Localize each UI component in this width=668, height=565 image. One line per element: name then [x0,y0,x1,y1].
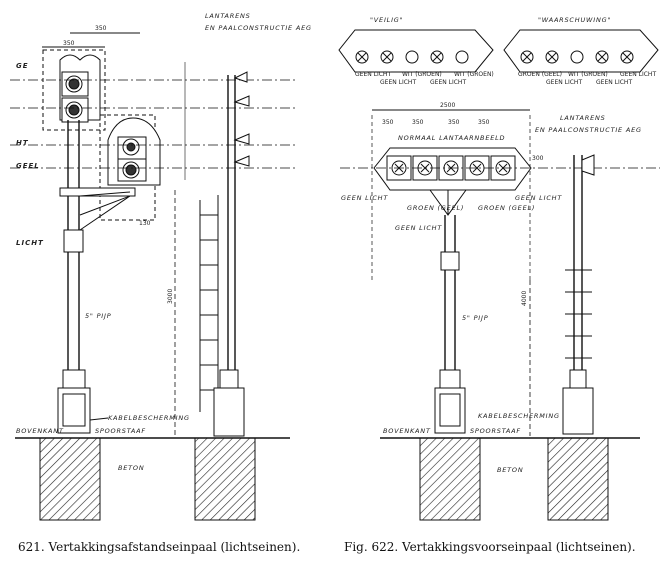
right-dim-3: 350 [448,119,460,126]
left-header-1: LANTARENS [205,12,251,20]
normal-label: NORMAAL LANTAARNBEELD [398,134,505,142]
figure-622: "VEILIG" GEEN LICHT GEEN LICHT WIT (GROE… [338,16,660,521]
waarschuwing-light-1: GROEN (GEEL) [518,71,562,78]
left-dim-top-1: 350 [95,25,107,32]
right-concrete-label: BETON [497,466,524,474]
waarschuwing-light-2: GEEN LICHT [546,79,582,86]
waarschuwing-light-3: WIT (GROEN) [568,71,608,78]
left-side-label-1: GE [16,62,29,70]
left-rail-edge: SPOORSTAAF [95,427,146,435]
right-rail-edge: SPOORSTAAF [470,427,521,435]
figure-621-caption: 621. Vertakkingsafstandseinpaal (lichtse… [18,540,301,554]
left-top-edge: BOVENKANT [16,427,64,435]
left-dim-height: 3000 [167,289,174,304]
veilig-light-2: GEEN LICHT [380,79,416,86]
veilig-lights [355,50,469,64]
right-header-1: LANTARENS [560,114,606,122]
veilig-light-3: WIT (GROEN) [402,71,442,78]
waarschuwing-light-5: GEEN LICHT [620,71,656,78]
green-yellow-2: GROEN (GEEL) [478,204,535,212]
left-pipe-label: 5" PIJP [85,312,111,320]
no-light-left: GEEN LICHT [341,194,388,202]
veilig-light-5: WIT (GROEN) [454,71,494,78]
waarschuwing-lights [520,50,634,64]
left-dim-top-2: 350 [63,40,75,47]
right-header-2: EN PAALCONSTRUCTIE AEG [535,126,642,134]
left-concrete-label: BETON [118,464,145,472]
figure-622-caption: Fig. 622. Vertakkingsvoorseinpaal (licht… [344,540,636,554]
veilig-light-1: GEEN LICHT [355,71,391,78]
no-light-right: GEEN LICHT [515,194,562,202]
left-side-label-2: HT [16,139,29,147]
left-side-label-4: LICHT [16,239,44,247]
green-yellow-1: GROEN (GEEL) [407,204,464,212]
no-light-bottom: GEEN LICHT [395,224,442,232]
veilig-light-4: GEEN LICHT [430,79,466,86]
left-header-2: EN PAALCONSTRUCTIE AEG [205,24,312,32]
right-cable-label: KABELBESCHERMING [478,412,560,420]
right-dim-5: 300 [532,155,544,162]
left-dim-bottom: 130 [139,220,151,227]
right-dim-4: 350 [478,119,490,126]
waarschuwing-title: "WAARSCHUWING" [538,16,611,24]
left-cable-label: KABELBESCHERMING [108,414,190,422]
figure-621: LANTARENS EN PAALCONSTRUCTIE AEG 350 350 [10,12,312,521]
right-pipe-label: 5" PIJP [462,314,488,322]
right-top-edge: BOVENKANT [383,427,431,435]
right-dim-2: 350 [412,119,424,126]
right-dim-1: 350 [382,119,394,126]
left-side-label-3: GEEL [16,162,40,170]
waarschuwing-light-4: GEEN LICHT [596,79,632,86]
veilig-title: "VEILIG" [370,16,403,24]
right-dim-height: 4000 [521,291,528,306]
right-dim-total: 2500 [440,102,455,109]
